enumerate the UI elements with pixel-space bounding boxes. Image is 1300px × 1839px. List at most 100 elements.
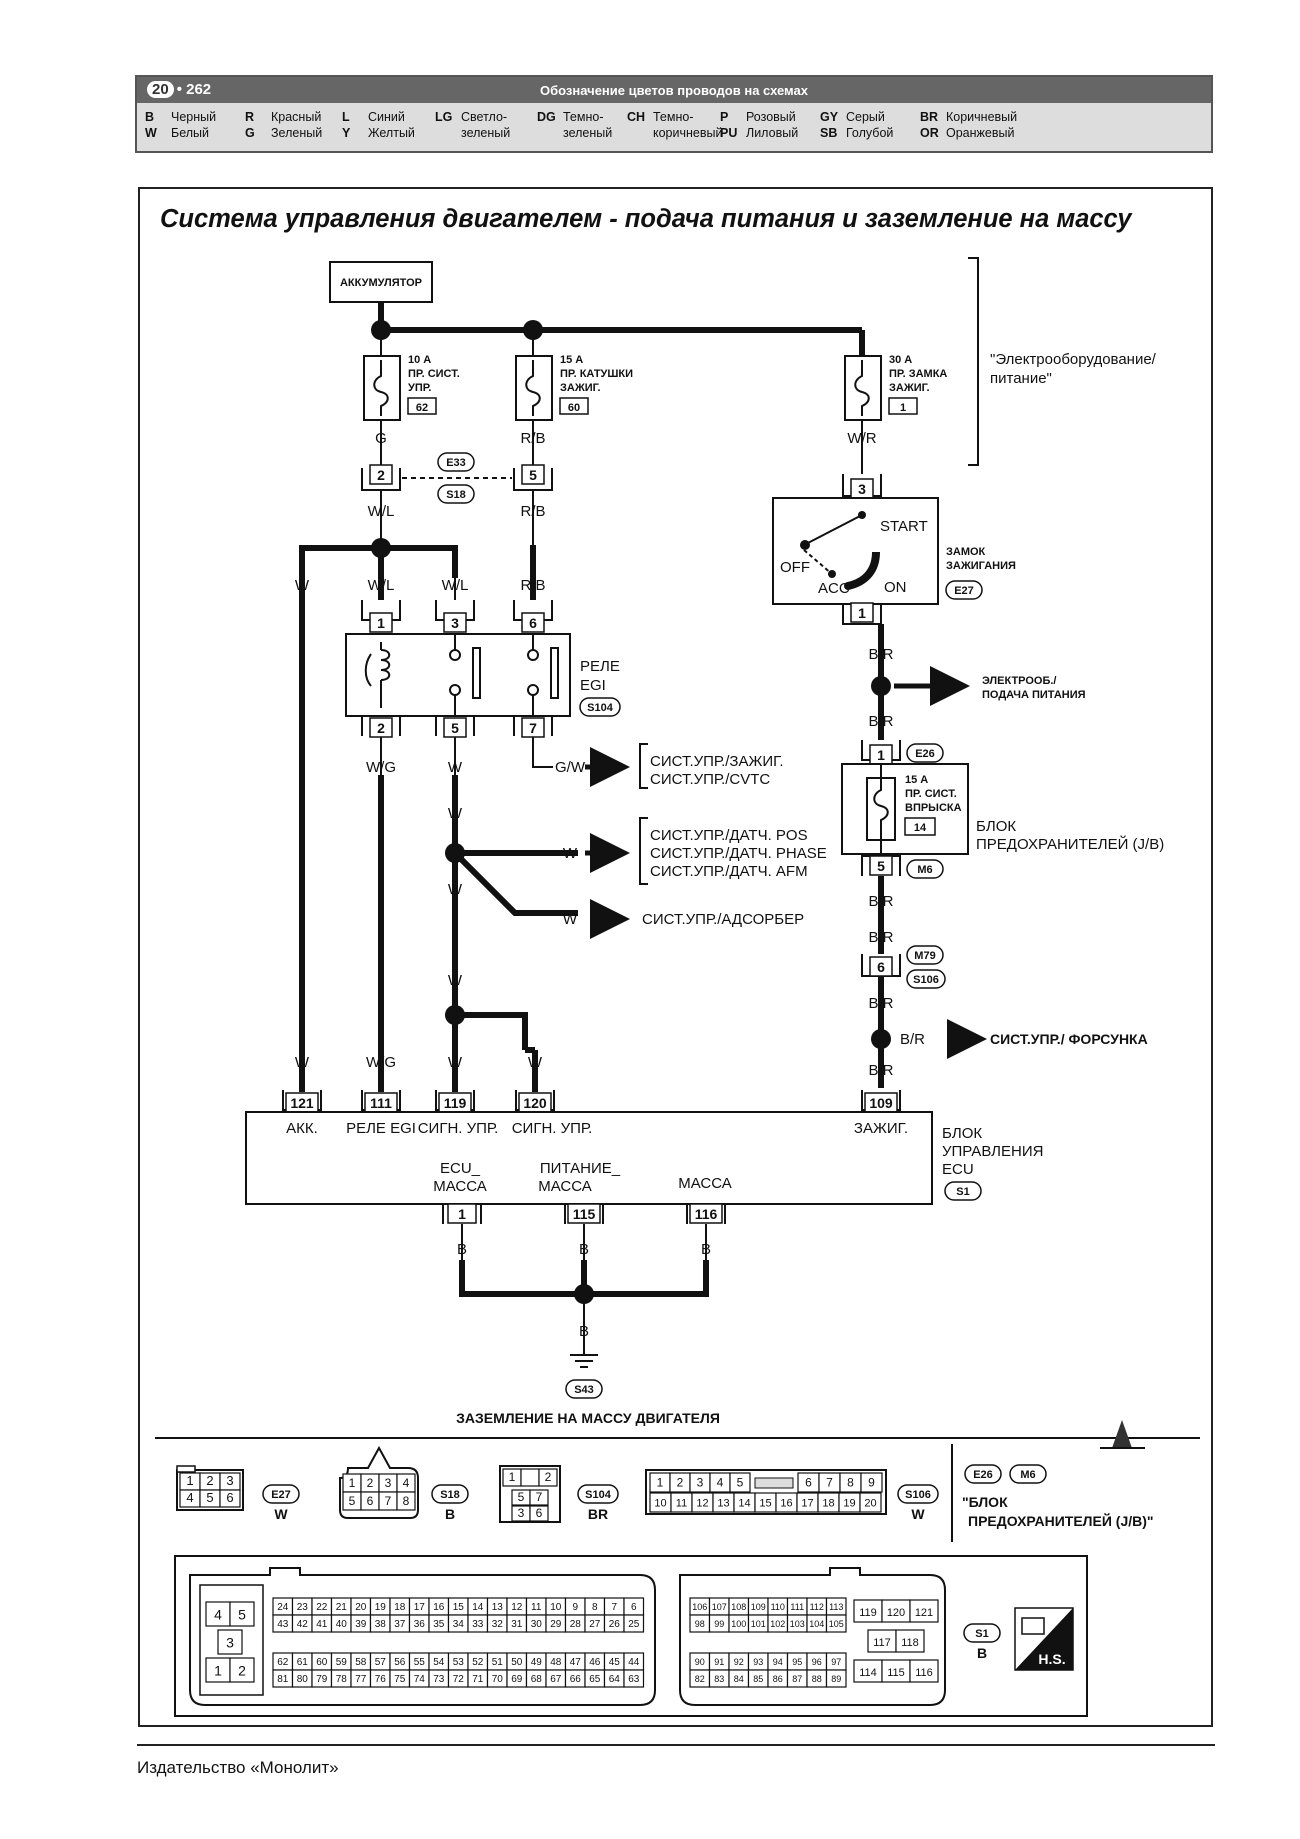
pin-cell <box>825 1614 847 1633</box>
pin-label: 13 <box>717 1498 729 1510</box>
fuse-60: 15 А ПР. КАТУШКИ ЗАЖИГ. 60 <box>515 354 633 421</box>
ecu-connector-frame <box>174 1555 1088 1717</box>
pin-label: 1 <box>186 1473 193 1488</box>
s104-badge <box>577 1484 619 1504</box>
pin-label: 105 <box>829 1619 844 1629</box>
wire-label-b-1: B <box>457 1241 467 1258</box>
pin-label: 91 <box>714 1657 724 1667</box>
pin-label: 77 <box>355 1674 367 1685</box>
pin-label: 25 <box>628 1619 640 1630</box>
s106-color: W <box>911 1506 925 1522</box>
svg-text:S106: S106 <box>913 974 939 986</box>
svg-text:5: 5 <box>529 467 537 483</box>
s106-code: S106 <box>905 1489 931 1501</box>
svg-text:ВПРЫСКА: ВПРЫСКА <box>905 802 962 814</box>
wire-label-br-1: B/R <box>868 646 893 663</box>
pin-label: 72 <box>453 1674 465 1685</box>
svg-text:1: 1 <box>458 1206 466 1222</box>
pin-label: 5 <box>518 1490 525 1504</box>
ecu-block: АКК. РЕЛЕ EGI СИГН. УПР. СИГН. УПР. ЗАЖИ… <box>245 1111 1043 1205</box>
pin-label: 31 <box>511 1619 523 1630</box>
svg-text:S1: S1 <box>956 1186 969 1198</box>
battery-splice <box>371 320 391 340</box>
pin-label: 10 <box>654 1498 666 1510</box>
pin-label: 27 <box>589 1619 601 1630</box>
pin-label: 37 <box>394 1619 406 1630</box>
wire-label-w-2: W <box>448 759 463 776</box>
wire-label-br-2: B/R <box>868 713 893 730</box>
pin-label: 119 <box>859 1607 877 1619</box>
wire-label-w-6: W <box>563 911 578 928</box>
svg-text:2: 2 <box>377 720 385 736</box>
footer-rule <box>137 1744 1215 1746</box>
wire-label-br-5: B/R <box>868 995 893 1012</box>
pin-label: 14 <box>472 1602 484 1613</box>
connector-e33-label: E33 <box>437 452 475 472</box>
pin-cell <box>229 1657 255 1683</box>
pin-label: 46 <box>589 1657 601 1668</box>
pin-label: 102 <box>770 1619 785 1629</box>
svg-text:3: 3 <box>858 481 866 497</box>
pin-label: 10 <box>550 1602 562 1613</box>
pin-label: 79 <box>316 1674 328 1685</box>
pin-label: 54 <box>433 1657 445 1668</box>
pin-label: 43 <box>277 1619 289 1630</box>
wire-label-br-3: B/R <box>868 893 893 910</box>
svg-text:6: 6 <box>877 959 885 975</box>
pin-label: 74 <box>414 1674 426 1685</box>
pin-label: 5 <box>238 1606 246 1622</box>
wire-label-br-6: B/R <box>900 1031 925 1048</box>
pin-label: 84 <box>734 1674 744 1684</box>
pin-cell <box>860 1472 883 1493</box>
feed-sensor-phase: СИСТ.УПР./ДАТЧ. PHASE <box>650 845 827 862</box>
pin-label: 3 <box>226 1634 234 1650</box>
svg-text:OFF: OFF <box>780 559 810 576</box>
pin-label: 41 <box>316 1619 328 1630</box>
pin-label: 28 <box>570 1619 582 1630</box>
ignition-pin-3: 3 <box>842 474 882 499</box>
pin-label: 115 <box>887 1667 905 1679</box>
pin-label: 95 <box>792 1657 802 1667</box>
pin-label: 81 <box>277 1674 289 1685</box>
svg-text:5: 5 <box>451 720 459 736</box>
pin-cell <box>859 1492 882 1513</box>
pin-label: 21 <box>336 1602 348 1613</box>
page-number: 20• 262 <box>147 81 211 98</box>
svg-text:ПР. СИСТ.: ПР. СИСТ. <box>408 368 460 380</box>
pin-label: 107 <box>712 1602 727 1612</box>
svg-text:1: 1 <box>858 605 866 621</box>
pin-label: 68 <box>531 1674 543 1685</box>
pin-label: 30 <box>531 1619 543 1630</box>
svg-text:ЗАЖИГАНИЯ: ЗАЖИГАНИЯ <box>946 560 1016 572</box>
pin-label: 67 <box>550 1674 562 1685</box>
pin-label: 5 <box>349 1494 356 1508</box>
ground-symbol-icon <box>570 1354 598 1368</box>
svg-text:START: START <box>880 518 928 535</box>
svg-text:M6: M6 <box>917 864 932 876</box>
pin-label: 35 <box>433 1619 445 1630</box>
legend-title: Обозначение цветов проводов на схемах <box>540 83 808 98</box>
pin-cell <box>909 1599 939 1623</box>
pin-label: 89 <box>831 1674 841 1684</box>
s1-color: B <box>977 1645 987 1661</box>
hs-logo-icon: H.S. <box>1014 1607 1074 1671</box>
s18-badge <box>431 1484 469 1504</box>
pin-cell <box>909 1659 939 1683</box>
pin-label: 1 <box>214 1662 222 1678</box>
pin-label: 9 <box>868 1476 875 1490</box>
pin-label: 20 <box>355 1602 367 1613</box>
pin-label: 7 <box>826 1476 833 1490</box>
pin-label: 12 <box>696 1498 708 1510</box>
svg-text:ЗАЖИГ.: ЗАЖИГ. <box>560 382 601 394</box>
pin-label: 33 <box>472 1619 484 1630</box>
fuse-1: 30 А ПР. ЗАМКА ЗАЖИГ. 1 <box>844 354 947 421</box>
pin-label: 15 <box>453 1602 465 1613</box>
wire-label-rb-1: R/B <box>520 430 545 447</box>
pin-label: 23 <box>297 1602 309 1613</box>
